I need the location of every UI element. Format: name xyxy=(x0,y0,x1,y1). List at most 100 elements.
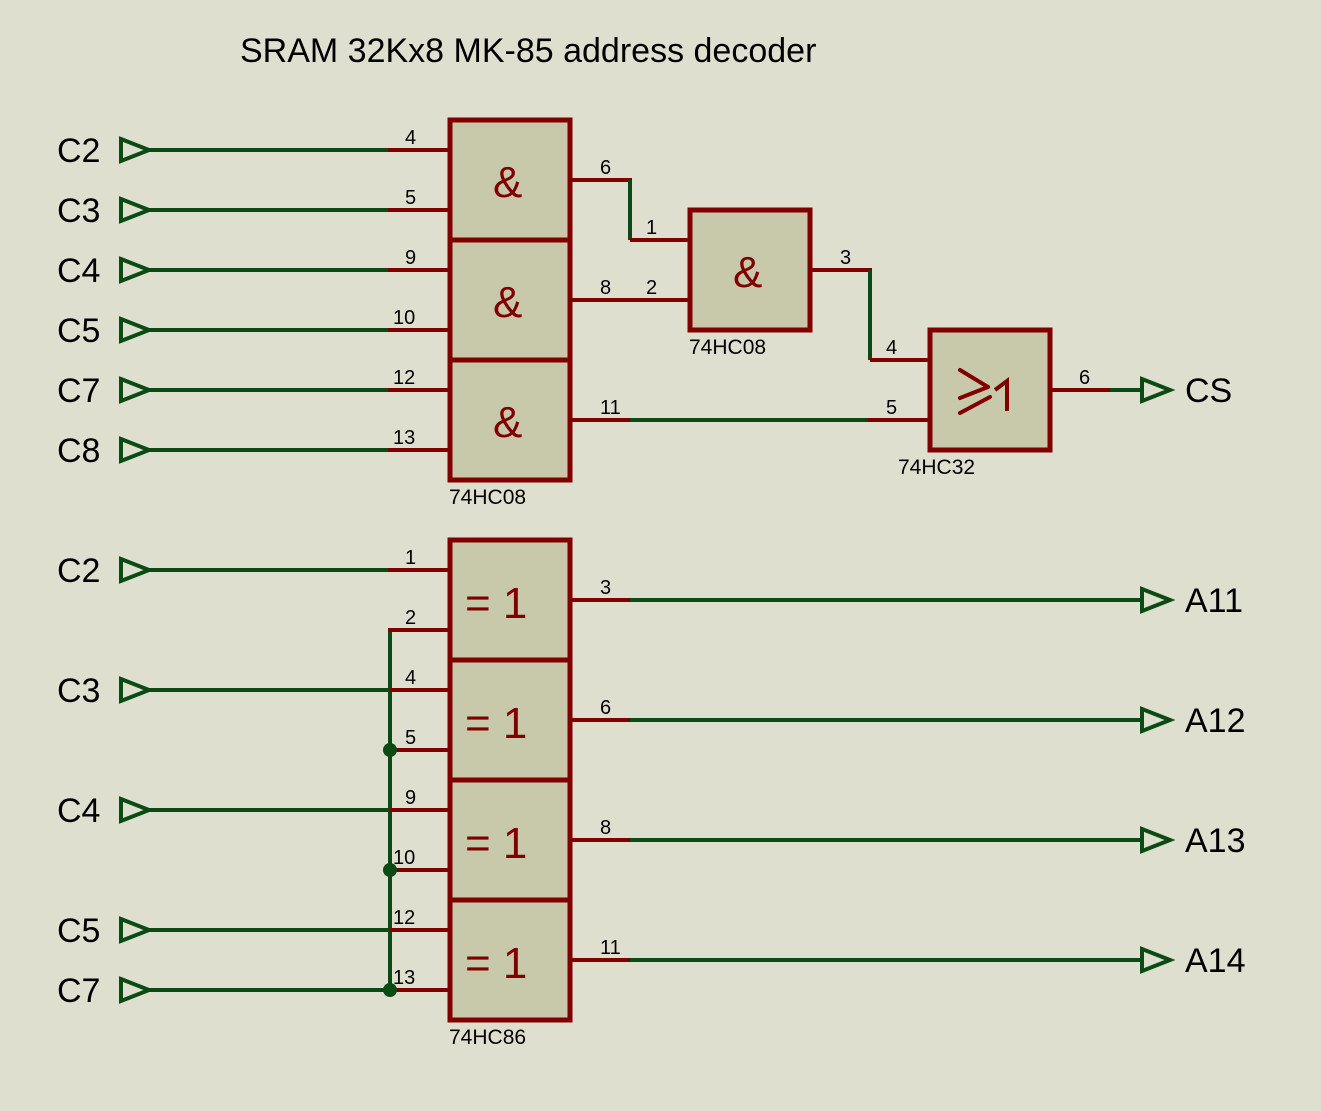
input-terminal-c2[interactable]: C2 xyxy=(57,132,155,170)
terminal-label: C8 xyxy=(57,432,100,470)
xor-symbol: = 1 xyxy=(465,819,527,868)
input-arrow-icon xyxy=(119,256,155,284)
xor-input-wires xyxy=(149,568,450,997)
xor-output-wires xyxy=(570,598,1140,962)
output-arrow-icon xyxy=(1140,946,1176,974)
part-label: 74HC08 xyxy=(449,486,526,509)
junction-dot xyxy=(383,863,397,877)
pin-number: 4 xyxy=(405,127,416,149)
input-terminal-c8[interactable]: C8 xyxy=(57,432,155,470)
pin-number: 5 xyxy=(405,727,416,749)
and-chip-74hc08: C2 C3 C4 C5 C7 C8 xyxy=(57,117,930,509)
input-terminal-c4[interactable]: C4 xyxy=(57,252,155,290)
input-terminal-c7[interactable]: C7 xyxy=(57,372,155,410)
pin-number: 6 xyxy=(600,157,611,179)
input-terminal-c3[interactable]: C3 xyxy=(57,192,155,230)
xor-symbol: = 1 xyxy=(465,939,527,988)
xor-gate-1[interactable]: = 1 xyxy=(447,537,573,663)
xor-chip-74hc86: C2 C3 C4 C5 C7 xyxy=(57,537,1246,1049)
input-terminal-c7-xor[interactable]: C7 xyxy=(57,972,155,1010)
terminal-label: C5 xyxy=(57,312,100,350)
input-terminal-c2-xor[interactable]: C2 xyxy=(57,552,155,590)
output-arrow-icon xyxy=(1140,706,1176,734)
input-terminal-c5[interactable]: C5 xyxy=(57,312,155,350)
pin-number: 1 xyxy=(646,217,657,239)
input-arrow-icon xyxy=(119,196,155,224)
part-label: 74HC86 xyxy=(449,1026,526,1049)
input-arrow-icon xyxy=(119,136,155,164)
xor-symbol: = 1 xyxy=(465,579,527,628)
and-gate-2[interactable]: & xyxy=(447,237,573,363)
pin-number: 9 xyxy=(405,787,416,809)
pin-number: 8 xyxy=(600,277,611,299)
pin-number: 10 xyxy=(393,847,415,869)
input-arrow-icon xyxy=(119,676,155,704)
or-gate-74hc32[interactable]: 4 5 74HC32 6 xyxy=(886,327,1140,479)
input-terminal-c5-xor[interactable]: C5 xyxy=(57,912,155,950)
pin-number: 3 xyxy=(840,247,851,269)
xor-gate-3[interactable]: = 1 xyxy=(447,777,573,903)
xor-symbol: = 1 xyxy=(465,699,527,748)
part-label: 74HC08 xyxy=(689,336,766,359)
pin-number: 13 xyxy=(393,967,415,989)
pin-number: 1 xyxy=(405,547,416,569)
input-arrow-icon xyxy=(119,976,155,1004)
pin-number: 8 xyxy=(600,817,611,839)
or-symbol xyxy=(958,368,1009,415)
output-terminal-a12[interactable]: A12 xyxy=(1140,702,1246,740)
pin-number: 6 xyxy=(1079,367,1090,389)
and-gate-3[interactable]: & xyxy=(447,357,573,483)
output-terminal-a14[interactable]: A14 xyxy=(1140,942,1246,980)
pin-number: 12 xyxy=(393,367,415,389)
xor-gate-4[interactable]: = 1 xyxy=(447,897,573,1023)
output-arrow-icon xyxy=(1140,586,1176,614)
terminal-label: C4 xyxy=(57,252,100,290)
input-arrow-icon xyxy=(119,316,155,344)
and-gate-1[interactable]: & xyxy=(447,117,573,243)
pin-number: 5 xyxy=(886,397,897,419)
terminal-label: C2 xyxy=(57,132,100,170)
output-terminal-a13[interactable]: A13 xyxy=(1140,822,1246,860)
input-arrow-icon xyxy=(119,376,155,404)
xor-gate-2[interactable]: = 1 xyxy=(447,657,573,783)
terminal-label: C3 xyxy=(57,192,100,230)
terminal-label: C3 xyxy=(57,672,100,710)
and-gate-74hc08-second[interactable]: 1 2 & 74HC08 3 xyxy=(646,207,930,362)
pin-number: 9 xyxy=(405,247,416,269)
output-terminal-cs[interactable]: CS xyxy=(1140,372,1232,410)
pin-number: 2 xyxy=(646,277,657,299)
and-symbol: & xyxy=(493,398,522,447)
terminal-label: C7 xyxy=(57,972,100,1010)
input-terminal-c4-xor[interactable]: C4 xyxy=(57,792,155,830)
terminal-label: C5 xyxy=(57,912,100,950)
pin-number: 2 xyxy=(405,607,416,629)
input-wires xyxy=(149,148,450,452)
part-label: 74HC32 xyxy=(898,456,975,479)
terminal-label: A12 xyxy=(1185,702,1246,740)
and-symbol: & xyxy=(733,248,762,297)
pin-number: 11 xyxy=(600,397,621,419)
terminal-label: A14 xyxy=(1185,942,1246,980)
pin-number: 5 xyxy=(405,187,416,209)
terminal-label: C2 xyxy=(57,552,100,590)
output-terminal-a11[interactable]: A11 xyxy=(1140,582,1243,620)
terminal-label: CS xyxy=(1185,372,1232,410)
junction-dot xyxy=(383,743,397,757)
pin-number: 11 xyxy=(600,937,621,959)
pin-number: 6 xyxy=(600,697,611,719)
input-arrow-icon xyxy=(119,796,155,824)
junction-dot xyxy=(383,983,397,997)
pin-number: 13 xyxy=(393,427,415,449)
input-arrow-icon xyxy=(119,556,155,584)
input-terminal-c3-xor[interactable]: C3 xyxy=(57,672,155,710)
terminal-label: A11 xyxy=(1185,582,1243,620)
input-arrow-icon xyxy=(119,436,155,464)
terminal-label: C7 xyxy=(57,372,100,410)
pin-number: 10 xyxy=(393,307,415,329)
pin-number: 12 xyxy=(393,907,415,929)
and-symbol: & xyxy=(493,158,522,207)
output-arrow-icon xyxy=(1140,376,1176,404)
and-symbol: & xyxy=(493,278,522,327)
